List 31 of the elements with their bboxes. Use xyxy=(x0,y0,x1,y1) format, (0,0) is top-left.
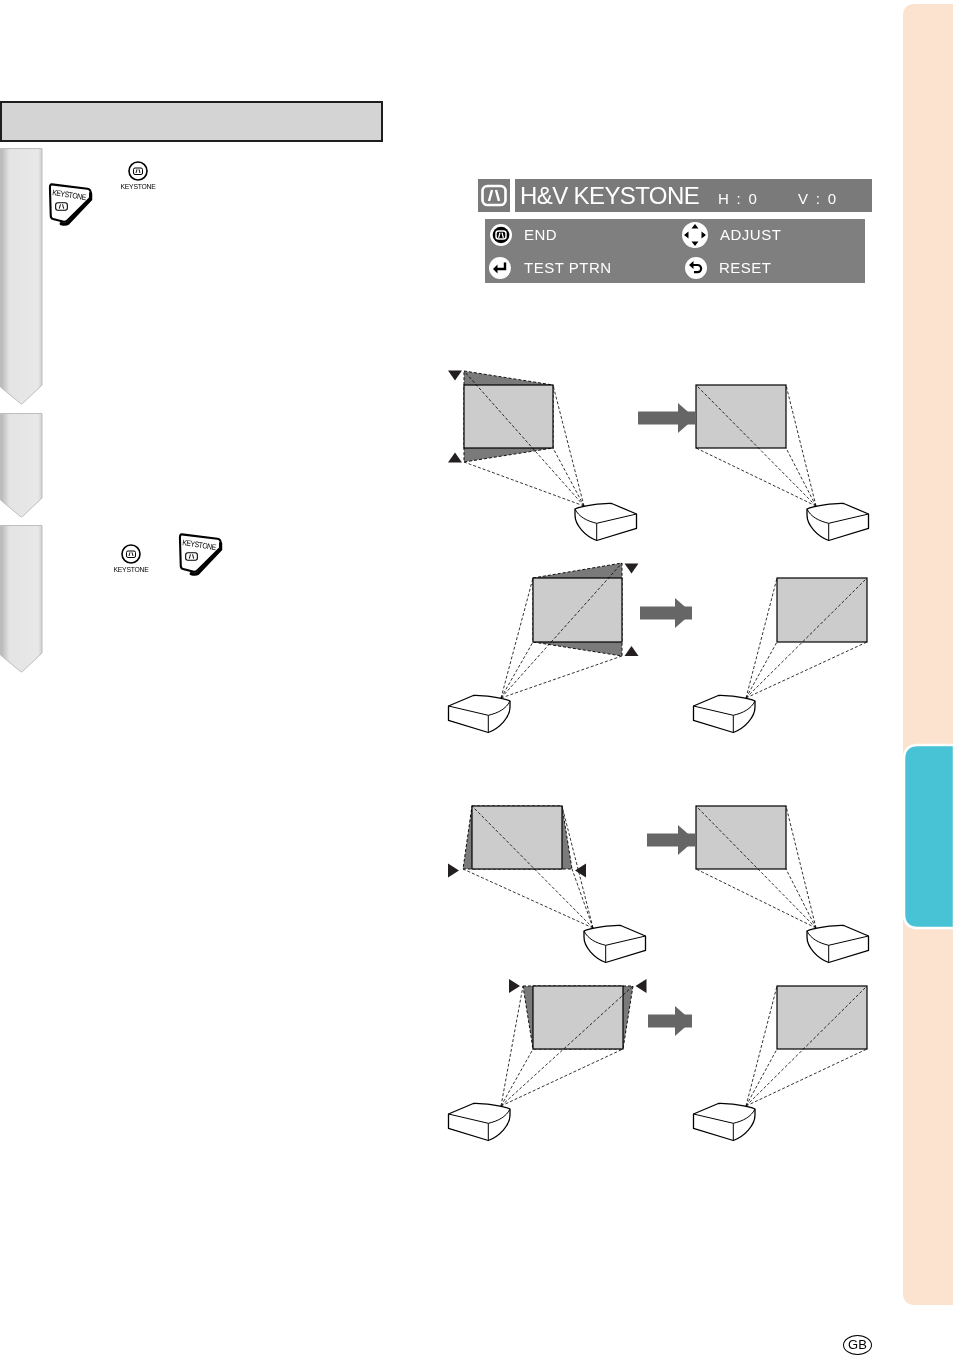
projector-screen-drawing xyxy=(692,985,868,1142)
step-tab xyxy=(0,413,43,518)
projector-screen-drawing xyxy=(695,805,870,964)
menu-option: END xyxy=(524,225,558,245)
block-arrow xyxy=(640,598,692,628)
osd-menu-panel xyxy=(485,219,865,283)
step-tab xyxy=(0,525,43,673)
value-readout: H : 0 xyxy=(718,189,759,209)
remote-key xyxy=(178,533,223,576)
projector-screen-drawing xyxy=(447,369,638,542)
projector-screen-drawing xyxy=(447,805,647,964)
menu-option: ADJUST xyxy=(720,225,782,245)
block-arrow xyxy=(648,1006,692,1036)
remote-key xyxy=(48,183,93,226)
button-caption: KEYSTONE xyxy=(120,182,156,191)
key-label: KEYSTONE xyxy=(181,538,217,553)
country-code: GB xyxy=(848,1337,867,1352)
projector-screen-drawing xyxy=(447,978,648,1142)
projector-screen-drawing xyxy=(447,562,640,734)
block-arrow xyxy=(647,825,695,855)
menu-option: RESET xyxy=(719,258,772,278)
menu-option: TEST PTRN xyxy=(524,258,612,278)
menu-title: H&V KEYSTONE xyxy=(520,181,700,211)
osd-title-bar xyxy=(515,179,872,212)
value-readout: V : 0 xyxy=(798,189,838,209)
step-tab xyxy=(0,148,43,405)
button-caption: KEYSTONE xyxy=(113,565,148,574)
key-label: KEYSTONE xyxy=(51,188,87,203)
projector-screen-drawing xyxy=(692,577,868,734)
block-arrow xyxy=(638,403,695,433)
projector-screen-drawing xyxy=(695,384,870,542)
